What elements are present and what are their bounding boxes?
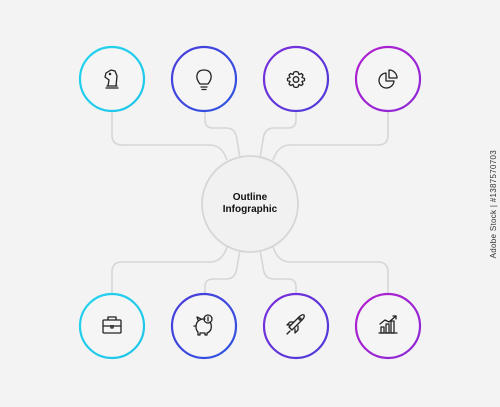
- briefcase-icon: [102, 316, 122, 334]
- connector-bottom-3: [259, 249, 297, 294]
- node-top-2: [170, 45, 238, 113]
- chess-knight-icon: [104, 69, 119, 89]
- connector-top-1: [111, 112, 228, 161]
- lightbulb-icon: [196, 69, 212, 91]
- node-top-1: [78, 45, 146, 113]
- connector-bottom-4: [272, 246, 389, 294]
- node-bottom-1: [78, 292, 146, 360]
- node-top-4: [354, 45, 422, 113]
- rocket-icon: [286, 314, 305, 335]
- hub-title-line-1: Outline: [232, 192, 268, 203]
- watermark-text: Adobe Stock | #1387570703: [489, 150, 498, 259]
- gear-icon: [286, 70, 306, 89]
- connector-top-3: [259, 112, 297, 159]
- connector-top-4: [272, 112, 389, 161]
- connector-top-2: [204, 112, 241, 159]
- node-bottom-4: [354, 292, 422, 360]
- node-bottom-2: [170, 292, 238, 360]
- hub-title: Outline Infographic: [200, 192, 300, 216]
- connector-bottom-2: [204, 249, 241, 294]
- pie-chart-icon: [378, 69, 398, 89]
- bar-chart-growth-icon: [378, 315, 398, 334]
- node-bottom-3: [262, 292, 330, 360]
- node-top-3: [262, 45, 330, 113]
- piggy-bank-icon: [193, 314, 213, 336]
- hub-title-line-2: Infographic: [222, 204, 278, 215]
- central-hub-circle: [201, 155, 299, 253]
- connector-bottom-1: [111, 246, 228, 294]
- connector-lines: [111, 112, 389, 294]
